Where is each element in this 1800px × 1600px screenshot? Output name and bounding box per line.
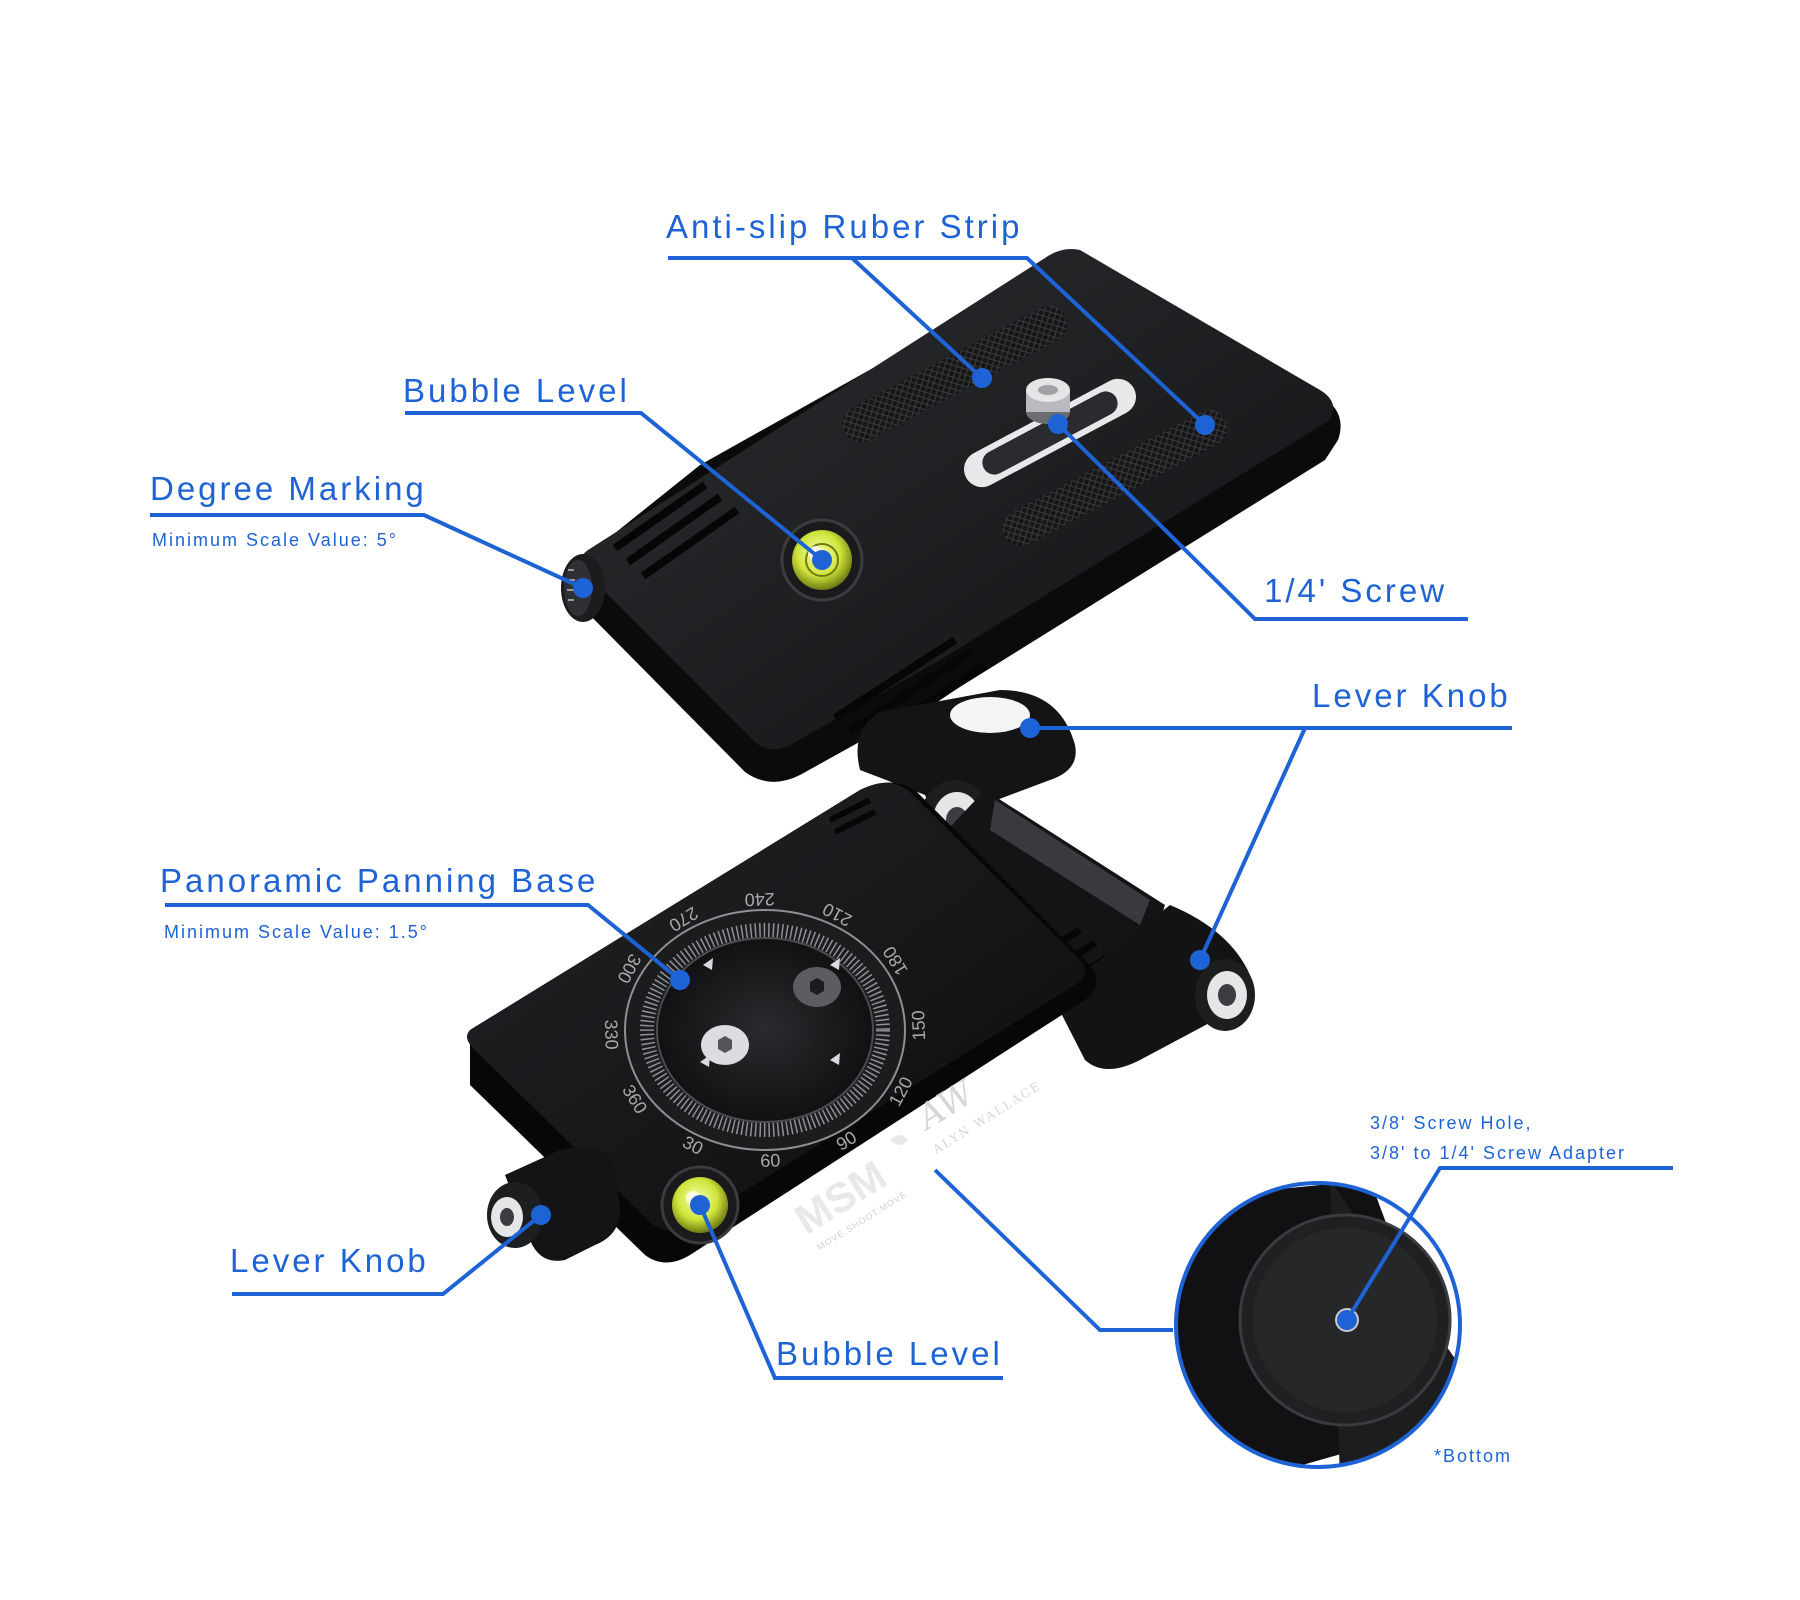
label-quarter-screw: 1/4' Screw — [1264, 572, 1448, 609]
dial-tick-label: 150 — [908, 1010, 929, 1041]
label-screw-hole-line2: 3/8' to 1/4' Screw Adapter — [1370, 1143, 1626, 1163]
label-degree-marking-sub: Minimum Scale Value: 5° — [152, 530, 398, 550]
dial-tick-label: 330 — [601, 1019, 622, 1050]
dial-tick-label: 60 — [760, 1150, 781, 1171]
dial-tick-label: 240 — [744, 889, 775, 910]
label-lever-knob-right: Lever Knob — [1312, 677, 1511, 714]
lever-knob-icon — [857, 690, 1076, 860]
hex-screw-icon — [700, 958, 841, 1067]
label-degree-marking: Degree Marking — [150, 470, 427, 507]
label-lever-knob-left: Lever Knob — [230, 1242, 429, 1279]
label-bubble-level-top: Bubble Level — [403, 372, 630, 409]
label-bottom-note: *Bottom — [1434, 1446, 1513, 1466]
label-screw-hole-line1: 3/8' Screw Hole, — [1370, 1113, 1533, 1133]
callout-lines — [150, 256, 1673, 1380]
top-plate — [567, 249, 1341, 782]
label-bubble-level-bottom: Bubble Level — [776, 1335, 1003, 1372]
mounting-slot — [964, 378, 1136, 488]
lever-knob-icon — [487, 1147, 620, 1261]
label-panoramic-base: Panoramic Panning Base — [160, 862, 599, 899]
label-anti-slip-strip: Anti-slip Ruber Strip — [666, 208, 1023, 245]
bottom-view-inset — [1174, 1181, 1462, 1469]
callout-dots — [531, 368, 1357, 1330]
label-panoramic-base-sub: Minimum Scale Value: 1.5° — [164, 922, 429, 942]
